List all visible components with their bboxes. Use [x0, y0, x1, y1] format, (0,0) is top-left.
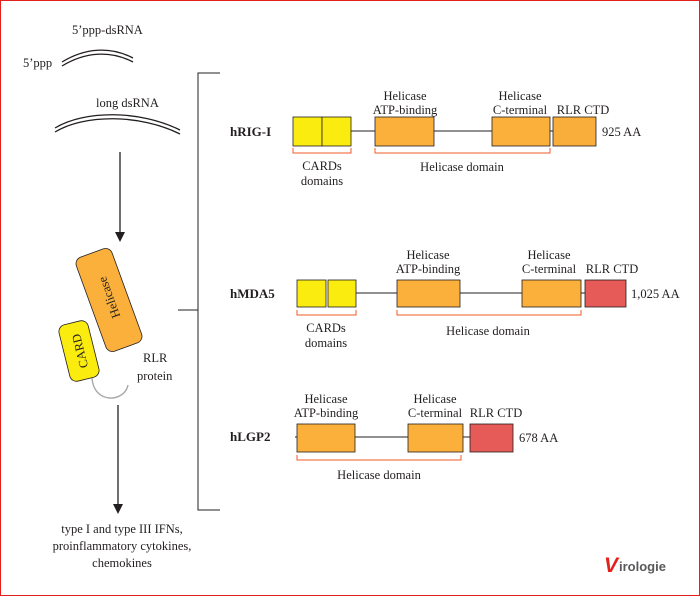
helicase-atp-binding-domain [374, 116, 435, 147]
c-terminal-label-line-1: Helicase [413, 392, 456, 406]
logo-initial: V [604, 554, 620, 577]
grouping-bracket [178, 72, 220, 511]
output-line-2: proinflammatory cytokines, [53, 539, 192, 553]
helicase-shape [75, 248, 143, 352]
rlr-ctd-label: RLR CTD [470, 406, 522, 420]
helicase-c-terminal-domain [521, 279, 582, 308]
long-dsrna-label: long dsRNA [96, 96, 159, 110]
ppp-dsrna-label: 5’ppp-dsRNA [72, 23, 143, 37]
long-dsrna-strands [54, 114, 181, 135]
rlr-ctd-domain [552, 116, 597, 147]
card-domain-2 [321, 116, 352, 147]
protein-name: hLGP2 [230, 429, 270, 444]
helicase-atp-binding-domain [396, 279, 461, 308]
protein-length: 678 AA [519, 431, 558, 445]
rlr-ctd-domain [469, 423, 514, 453]
card-shape [58, 320, 100, 382]
output-line-1: type I and type III IFNs, [61, 522, 183, 536]
helicase-c-terminal-domain [491, 116, 551, 147]
helicase-domain-label: Helicase domain [446, 324, 530, 338]
protein-length: 1,025 AA [631, 287, 680, 301]
helicase-c-terminal-domain [407, 423, 464, 453]
c-terminal-label-line-2: C-terminal [522, 262, 577, 276]
protein-label: protein [137, 369, 173, 383]
cards-bracket [296, 310, 357, 316]
atp-binding-label-line-1: Helicase [383, 89, 426, 103]
helicase-atp-binding-domain [296, 423, 356, 453]
c-terminal-label-line-1: Helicase [527, 248, 570, 262]
atp-binding-label-line-2: ATP-binding [396, 262, 461, 276]
c-terminal-label-line-2: C-terminal [493, 103, 548, 117]
cards-label-line-1: CARDs [306, 321, 346, 335]
helicase-domain-label: Helicase domain [420, 160, 504, 174]
logo-text: irologie [619, 559, 666, 574]
atp-binding-label-line-2: ATP-binding [294, 406, 359, 420]
cards-label-line-1: CARDs [302, 159, 342, 173]
card-domain-2 [327, 279, 357, 308]
rlr-label: RLR [143, 351, 168, 365]
cards-label-line-2: domains [305, 336, 347, 350]
atp-binding-label-line-1: Helicase [406, 248, 449, 262]
output-line-3: chemokines [92, 556, 152, 570]
short-dsrna-strands [61, 49, 134, 67]
helicase-domain-bracket [374, 148, 551, 154]
arrow-down-lower [113, 405, 123, 514]
cards-bracket [292, 148, 352, 154]
rlr-ctd-domain [584, 279, 627, 308]
protein-row-hrig-i: Helicase ATP-binding Helicase C-terminal… [230, 89, 641, 188]
protein-name: hMDA5 [230, 286, 275, 301]
protein-length: 925 AA [602, 125, 641, 139]
helicase-domain-bracket [396, 310, 582, 316]
cards-label-line-2: domains [301, 174, 343, 188]
protein-row-hlgp2: Helicase ATP-binding Helicase C-terminal… [230, 392, 558, 482]
ppp-end-label: 5’ppp [23, 56, 52, 70]
protein-row-hmda5: Helicase ATP-binding Helicase C-terminal… [230, 248, 680, 350]
c-terminal-label-line-1: Helicase [498, 89, 541, 103]
helicase-domain-bracket [296, 455, 462, 461]
helicase-domain-label: Helicase domain [337, 468, 421, 482]
rlr-ctd-label: RLR CTD [586, 262, 638, 276]
card-domain-1 [292, 116, 323, 147]
rlr-protein-illustration: Helicase CARD [58, 248, 143, 399]
atp-binding-label-line-1: Helicase [304, 392, 347, 406]
atp-binding-label-line-2: ATP-binding [373, 103, 438, 117]
card-domain-1 [296, 279, 327, 308]
c-terminal-label-line-2: C-terminal [408, 406, 463, 420]
arrow-down-upper [115, 152, 125, 242]
protein-name: hRIG-I [230, 124, 271, 139]
rlr-ctd-label: RLR CTD [557, 103, 609, 117]
virologie-logo: V irologie [604, 554, 666, 577]
